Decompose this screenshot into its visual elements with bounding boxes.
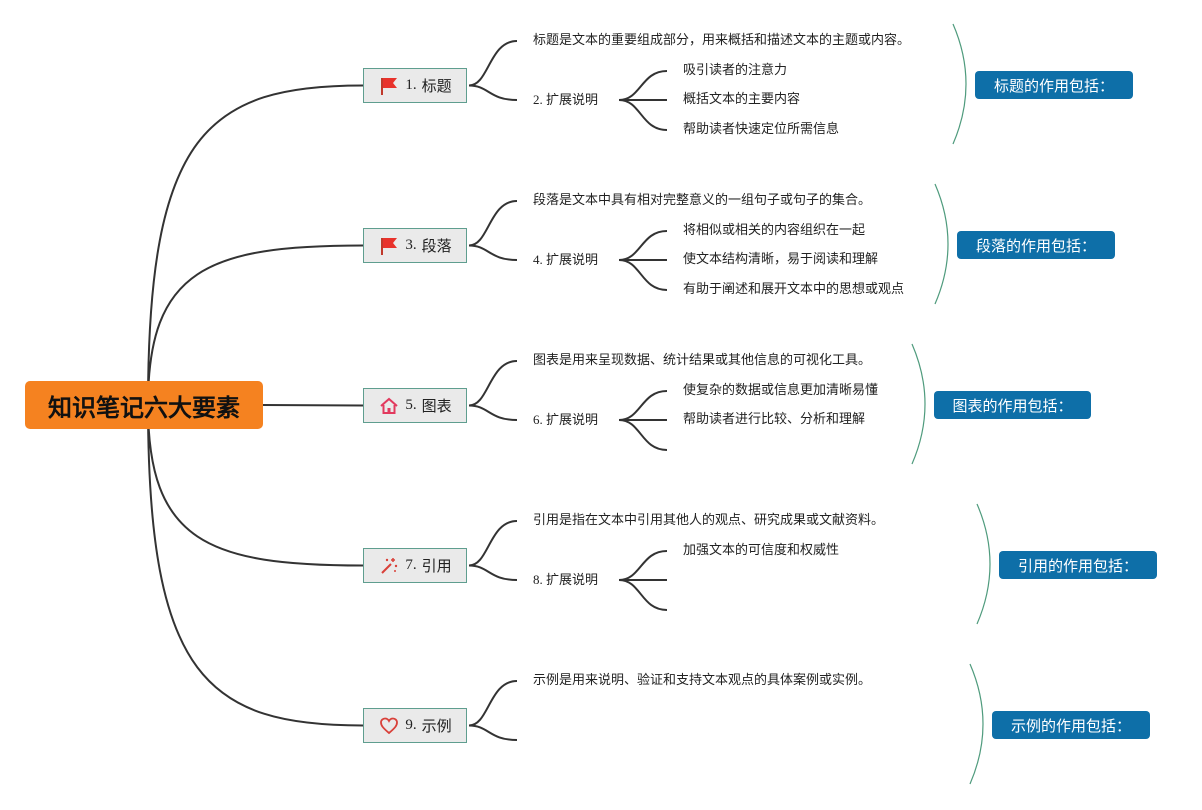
root-link: [147, 244, 364, 406]
summary-bracket: [976, 503, 991, 625]
desc-link: [468, 40, 518, 87]
list-item[interactable]: 将相似或相关的内容组织在一起: [683, 223, 866, 238]
list-item[interactable]: 吸引读者的注意力: [683, 63, 788, 78]
extension-topic[interactable]: 6. 扩展说明: [533, 411, 598, 430]
branch-node-1[interactable]: 1.标题: [363, 68, 467, 103]
ext-link: [468, 404, 518, 421]
extension-number: 8.: [533, 572, 543, 587]
root-link: [262, 404, 364, 407]
summary-bracket: [952, 23, 967, 145]
description-text[interactable]: 标题是文本的重要组成部分，用来概括和描述文本的主题或内容。: [533, 33, 911, 48]
desc-link: [468, 680, 518, 727]
item-link: [618, 419, 668, 451]
summary-bracket: [969, 663, 984, 785]
item-link: [618, 550, 668, 581]
summary-topic[interactable]: 引用的作用包括：: [999, 551, 1157, 579]
item-link: [618, 259, 668, 291]
root-title: 知识笔记六大要素: [48, 393, 240, 422]
extension-topic[interactable]: 4. 扩展说明: [533, 251, 598, 270]
ext-link: [468, 84, 518, 101]
branch-node-5[interactable]: 9.示例: [363, 708, 467, 743]
summary-topic[interactable]: 段落的作用包括：: [957, 231, 1115, 259]
branch-number: 7.: [405, 557, 417, 573]
branch-number: 5.: [405, 397, 417, 413]
extension-label: 扩展说明: [546, 253, 599, 268]
summary-label: 标题的作用包括：: [993, 76, 1114, 95]
red-flag-icon: [378, 75, 400, 97]
branch-node-4[interactable]: 7.引用: [363, 548, 467, 583]
item-link: [618, 390, 668, 421]
branch-label: 段落: [421, 237, 452, 255]
branch-label: 示例: [421, 717, 452, 735]
summary-bracket: [934, 183, 949, 305]
branch-number: 1.: [405, 77, 417, 93]
desc-link: [468, 520, 518, 567]
branch-number: 3.: [405, 237, 417, 253]
list-item[interactable]: 使复杂的数据或信息更加清晰易懂: [683, 383, 879, 398]
extension-label: 扩展说明: [546, 413, 599, 428]
magic-wand-icon: [378, 555, 400, 577]
summary-topic[interactable]: 标题的作用包括：: [975, 71, 1133, 99]
root-link: [147, 84, 364, 406]
root-link: [147, 404, 364, 727]
branch-label: 图表: [421, 397, 452, 415]
ext-link: [468, 564, 518, 581]
list-item[interactable]: 加强文本的可信度和权威性: [683, 543, 840, 558]
root-link: [147, 404, 364, 567]
extension-topic[interactable]: 8. 扩展说明: [533, 571, 598, 590]
summary-label: 示例的作用包括：: [1010, 716, 1131, 735]
extension-number: 2.: [533, 92, 543, 107]
item-link: [618, 579, 668, 611]
list-item[interactable]: 使文本结构清晰，易于阅读和理解: [683, 252, 879, 267]
extension-label: 扩展说明: [546, 573, 599, 588]
summary-bracket: [911, 343, 926, 465]
item-link: [618, 230, 668, 261]
list-item[interactable]: 帮助读者快速定位所需信息: [683, 122, 840, 137]
red-flag-icon: [378, 235, 400, 257]
heart-icon: [378, 715, 400, 737]
description-text[interactable]: 图表是用来呈现数据、统计结果或其他信息的可视化工具。: [533, 353, 872, 368]
summary-topic[interactable]: 示例的作用包括：: [992, 711, 1150, 739]
list-item[interactable]: 帮助读者进行比较、分析和理解: [683, 412, 866, 427]
root-topic[interactable]: 知识笔记六大要素: [25, 381, 263, 429]
list-item[interactable]: 概括文本的主要内容: [683, 92, 801, 107]
item-link: [618, 70, 668, 101]
branch-node-3[interactable]: 5.图表: [363, 388, 467, 423]
house-icon: [378, 395, 400, 417]
branch-label: 引用: [421, 557, 452, 575]
description-text[interactable]: 段落是文本中具有相对完整意义的一组句子或句子的集合。: [533, 193, 872, 208]
extension-number: 4.: [533, 252, 543, 267]
desc-link: [468, 200, 518, 247]
extension-number: 6.: [533, 412, 543, 427]
summary-label: 段落的作用包括：: [975, 236, 1096, 255]
summary-label: 引用的作用包括：: [1017, 556, 1138, 575]
branch-node-2[interactable]: 3.段落: [363, 228, 467, 263]
description-text[interactable]: 引用是指在文本中引用其他人的观点、研究成果或文献资料。: [533, 513, 885, 528]
summary-topic[interactable]: 图表的作用包括：: [934, 391, 1091, 419]
ext-link: [468, 244, 518, 261]
branch-label: 标题: [421, 77, 452, 95]
branch-number: 9.: [405, 717, 417, 733]
desc-link: [468, 360, 518, 407]
extension-topic[interactable]: 2. 扩展说明: [533, 91, 598, 110]
list-item[interactable]: 有助于阐述和展开文本中的思想或观点: [683, 282, 905, 297]
extension-label: 扩展说明: [546, 93, 599, 108]
description-text[interactable]: 示例是用来说明、验证和支持文本观点的具体案例或实例。: [533, 673, 872, 688]
item-link: [618, 99, 668, 131]
ext-link: [468, 724, 518, 741]
summary-label: 图表的作用包括：: [952, 396, 1073, 415]
